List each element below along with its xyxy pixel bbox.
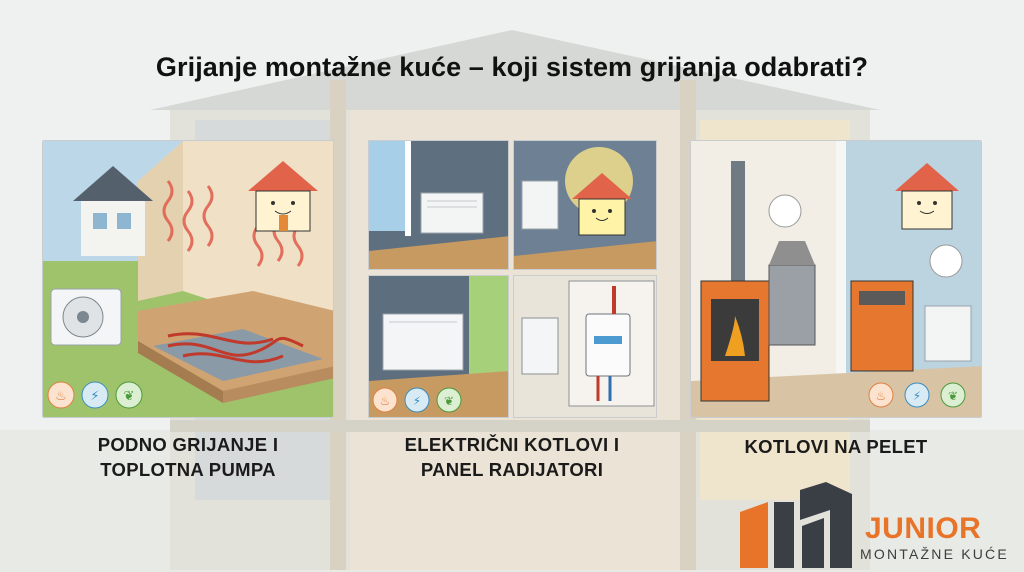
logo-name: JUNIOR bbox=[865, 512, 982, 545]
energy-icon: ⚡ bbox=[904, 382, 930, 408]
energy-icon: ⚡ bbox=[404, 387, 430, 413]
electric-heater-illustration bbox=[368, 140, 509, 270]
svg-text:♨: ♨ bbox=[876, 389, 887, 403]
junior-logo-icon bbox=[740, 482, 852, 568]
caption-line: TOPLOTNA PUMPA bbox=[100, 459, 276, 480]
smiling-house-icon bbox=[895, 163, 959, 230]
hand-heat-icon: ♨ bbox=[868, 382, 894, 408]
pellet-stove-illustration: ♨ ⚡ ❦ bbox=[690, 140, 982, 418]
energy-icon: ⚡ bbox=[81, 381, 109, 409]
hand-heat-icon: ♨ bbox=[47, 381, 75, 409]
svg-text:⚡: ⚡ bbox=[90, 388, 99, 403]
leaf-icon: ❦ bbox=[940, 382, 966, 408]
smiling-house-icon bbox=[248, 161, 318, 232]
floor-heating-illustration: ♨ ⚡ ❦ bbox=[42, 140, 334, 418]
svg-text:❦: ❦ bbox=[124, 388, 135, 403]
wall-convector-illustration: ♨ ⚡ ❦ bbox=[368, 275, 509, 418]
caption-floor-heating: PODNO GRIJANJE I TOPLOTNA PUMPA bbox=[42, 432, 334, 482]
caption-line: PODNO GRIJANJE I bbox=[97, 434, 279, 455]
svg-text:❦: ❦ bbox=[444, 394, 454, 408]
panel-radiator-illustration bbox=[513, 140, 657, 270]
caption-line: KOTLOVI NA PELET bbox=[744, 436, 928, 457]
leaf-icon: ❦ bbox=[115, 381, 143, 409]
caption-line: ELEKTRIČNI KOTLOVI I bbox=[404, 434, 620, 455]
page-title: Grijanje montažne kuće – koji sistem gri… bbox=[155, 52, 869, 82]
svg-text:❦: ❦ bbox=[948, 389, 958, 403]
logo-subtitle: MONTAŽNE KUĆE bbox=[860, 546, 1009, 562]
caption-electric-boilers: ELEKTRIČNI KOTLOVI I PANEL RADIJATORI bbox=[366, 432, 658, 482]
caption-pellet-boilers: KOTLOVI NA PELET bbox=[690, 434, 982, 459]
electric-boiler-illustration bbox=[513, 275, 657, 418]
svg-text:♨: ♨ bbox=[55, 388, 67, 403]
caption-line: PANEL RADIJATORI bbox=[420, 459, 604, 480]
svg-text:⚡: ⚡ bbox=[413, 394, 421, 408]
smiling-house-icon bbox=[572, 173, 632, 236]
leaf-icon: ❦ bbox=[436, 387, 462, 413]
svg-text:⚡: ⚡ bbox=[913, 389, 921, 403]
hand-heat-icon: ♨ bbox=[372, 387, 398, 413]
svg-text:♨: ♨ bbox=[380, 394, 391, 408]
